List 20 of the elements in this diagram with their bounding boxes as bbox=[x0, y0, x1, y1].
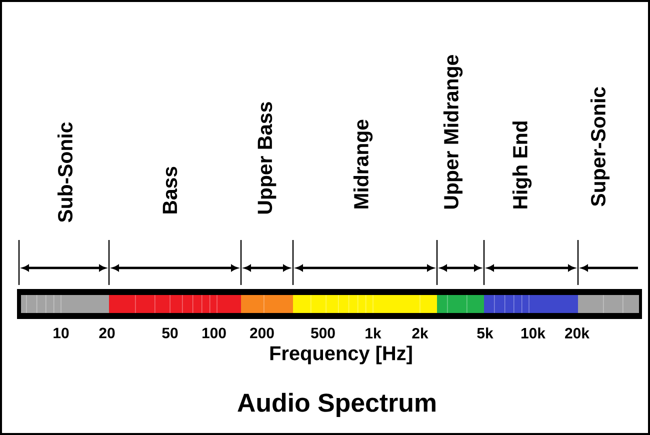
band-label: Upper Midrange bbox=[443, 55, 463, 209]
tick-label: 20 bbox=[99, 328, 115, 338]
band-label: Upper Bass bbox=[258, 102, 276, 214]
axis-label: Frequency [Hz] bbox=[270, 346, 412, 364]
tick-label: 20k bbox=[565, 328, 590, 338]
title: Audio Spectrum bbox=[238, 392, 436, 418]
band-label: Super-Sonic bbox=[590, 87, 610, 206]
tick-label: 200 bbox=[250, 328, 274, 338]
tick-label: 5k bbox=[477, 328, 494, 338]
tick-label: 10 bbox=[54, 328, 69, 338]
band-label: Bass bbox=[162, 166, 178, 214]
band-label: High End bbox=[512, 122, 532, 208]
tick-label: 100 bbox=[202, 328, 226, 338]
band-label: Sub-Sonic bbox=[58, 122, 72, 222]
tick-label: 500 bbox=[311, 328, 335, 338]
band-label: Midrange bbox=[353, 120, 373, 208]
tick-label: 1k bbox=[366, 328, 382, 338]
tick-label: 2k bbox=[412, 328, 428, 338]
tick-label: 10k bbox=[521, 328, 546, 338]
tick-label: 50 bbox=[162, 328, 178, 338]
